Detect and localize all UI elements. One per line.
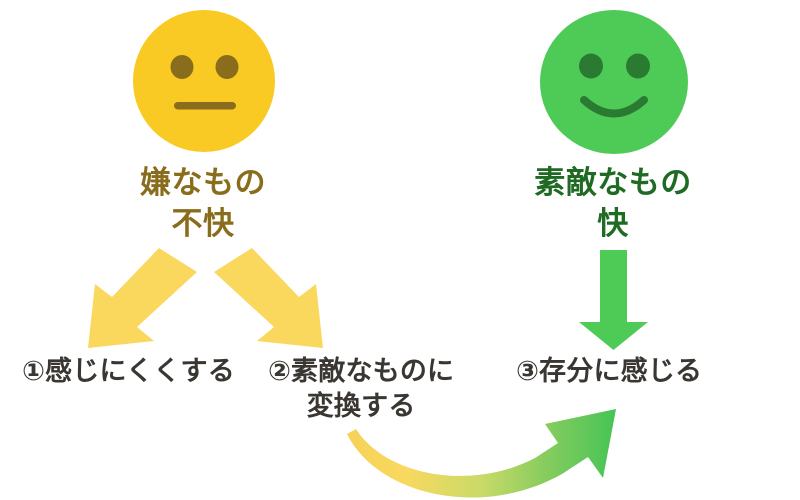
- step-3-line1: ③存分に感じる: [516, 356, 703, 386]
- neutral-face-icon: [133, 10, 275, 152]
- arrow-pleasant-to-step3-icon: [579, 250, 648, 350]
- step-label-1: ①感じにくくする: [22, 354, 235, 389]
- arrow-unpleasant-to-step2-icon: [214, 248, 323, 348]
- step-1-line1: ①感じにくくする: [22, 356, 235, 386]
- label-pleasant-line2: 快: [597, 205, 629, 241]
- label-pleasant: 素敵なもの 快: [493, 163, 733, 245]
- step-label-3: ③存分に感じる: [516, 354, 702, 389]
- step-label-2: ②素敵なものに 変換する: [268, 354, 454, 424]
- label-pleasant-line1: 素敵なもの: [534, 165, 692, 200]
- step-2-line2: 変換する: [306, 391, 416, 422]
- smiling-face-icon: [540, 10, 688, 154]
- label-unpleasant-line1: 嫌なもの: [140, 165, 266, 200]
- arrow-unpleasant-to-step1-icon: [88, 248, 197, 348]
- step-2-line1: ②素敵なものに: [268, 356, 455, 386]
- label-unpleasant: 嫌なもの 不快: [83, 163, 323, 245]
- label-unpleasant-line2: 不快: [171, 205, 235, 241]
